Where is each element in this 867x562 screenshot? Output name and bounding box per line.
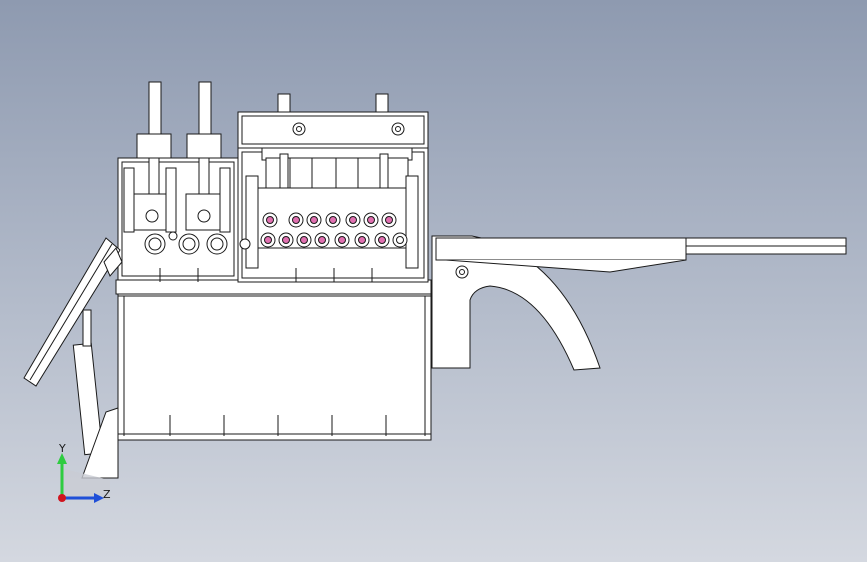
feed-arm <box>23 237 123 479</box>
lower-base-box <box>117 291 432 441</box>
y-axis-arrow-icon <box>57 453 67 464</box>
lower-roller-row <box>260 232 408 248</box>
z-axis-arrow-icon <box>94 493 104 503</box>
origin-icon <box>58 494 66 502</box>
feed-rollers <box>144 231 251 255</box>
y-axis-label: Y <box>58 442 66 455</box>
pinch-blocks <box>123 167 231 233</box>
triad-plane <box>60 468 110 500</box>
guide-posts <box>136 81 222 201</box>
top-crossbeam <box>237 93 429 161</box>
z-axis-label: Z <box>103 488 111 501</box>
axis-triad: Y Z <box>57 442 111 503</box>
upper-roller-row <box>262 212 397 228</box>
output-support <box>431 235 847 371</box>
